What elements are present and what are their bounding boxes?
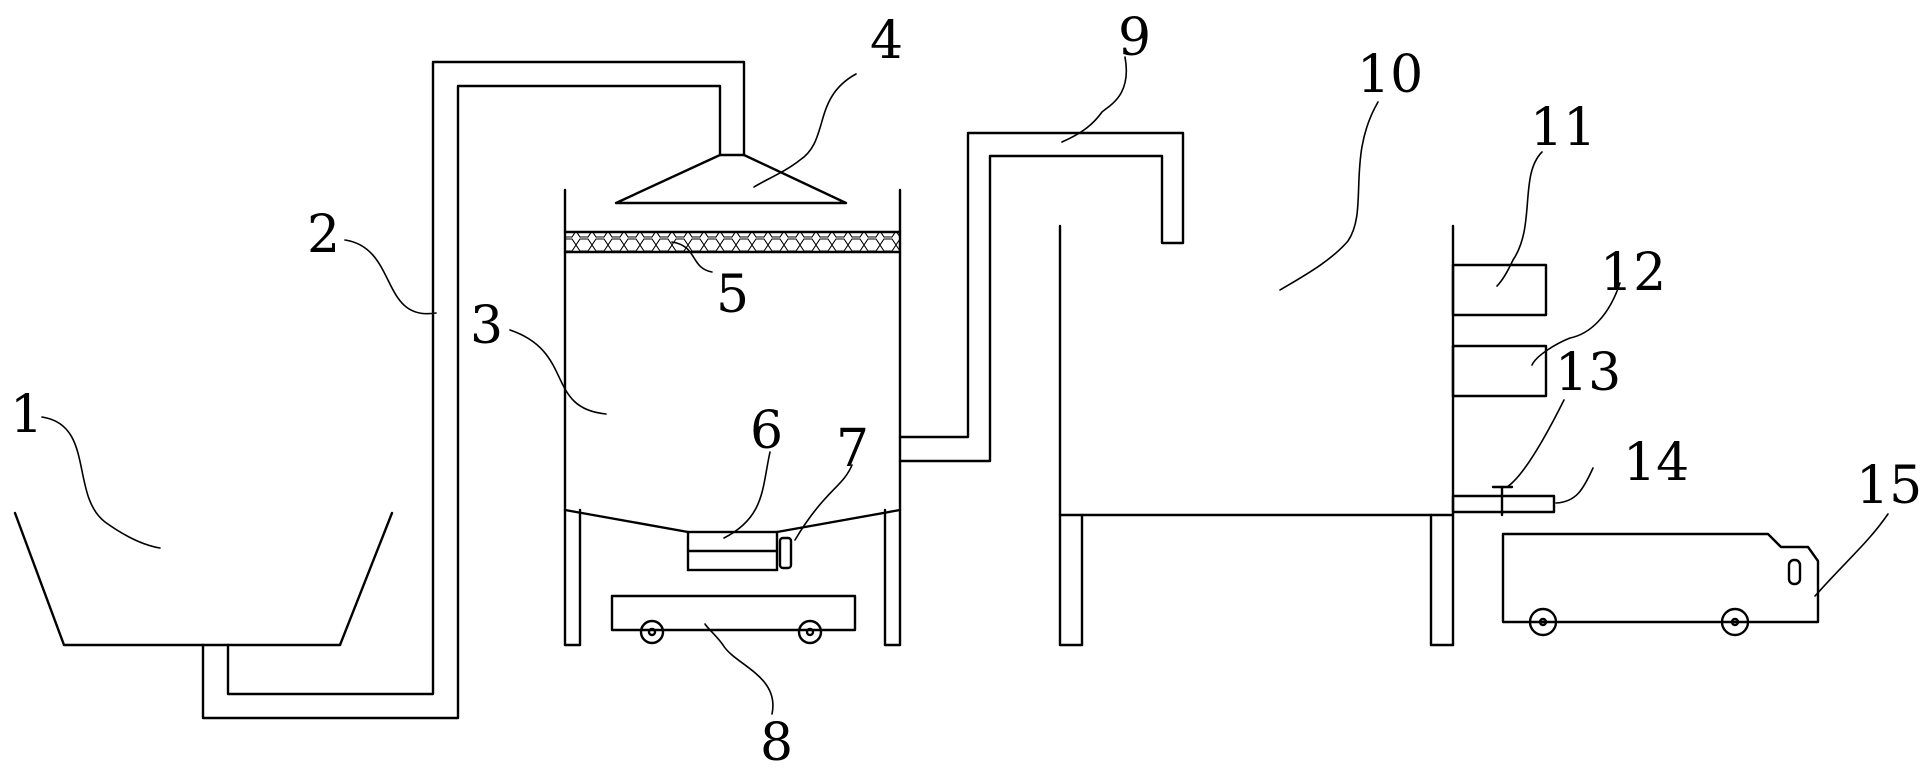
outlet-valve <box>1491 485 1514 517</box>
collection-tank <box>13 511 394 647</box>
callout-9: 9 <box>1118 8 1151 68</box>
callout-11: 11 <box>1530 98 1596 158</box>
callout-5: 5 <box>716 265 749 325</box>
callout-labels: 1 2 3 4 5 6 7 8 9 10 11 12 13 14 15 <box>10 8 1922 770</box>
tower-body <box>563 188 902 647</box>
collection-cart <box>610 594 857 645</box>
callout-14: 14 <box>1623 433 1689 493</box>
spray-hood <box>614 153 848 205</box>
callout-8: 8 <box>760 713 793 770</box>
callout-10: 10 <box>1357 45 1423 105</box>
conveying-pipe <box>201 60 746 720</box>
callout-4: 4 <box>870 11 903 71</box>
processing-tank <box>1058 224 1455 647</box>
outlet-chute <box>1451 494 1556 514</box>
control-box-lower <box>1451 344 1548 398</box>
control-box-upper <box>1451 263 1548 317</box>
transport-cart <box>1501 532 1820 637</box>
callout-7: 7 <box>836 419 869 479</box>
callout-2: 2 <box>307 205 340 265</box>
filter-layer <box>563 230 902 254</box>
callout-6: 6 <box>750 401 783 461</box>
callout-1: 1 <box>10 385 43 445</box>
leader-lines <box>41 56 1889 715</box>
discharge-outlet <box>686 530 779 572</box>
callout-13: 13 <box>1555 343 1621 403</box>
valve-knob <box>778 536 793 570</box>
callout-15: 15 <box>1856 456 1922 516</box>
callout-12: 12 <box>1600 243 1666 303</box>
connecting-pipe <box>898 131 1185 463</box>
callout-3: 3 <box>470 296 503 356</box>
